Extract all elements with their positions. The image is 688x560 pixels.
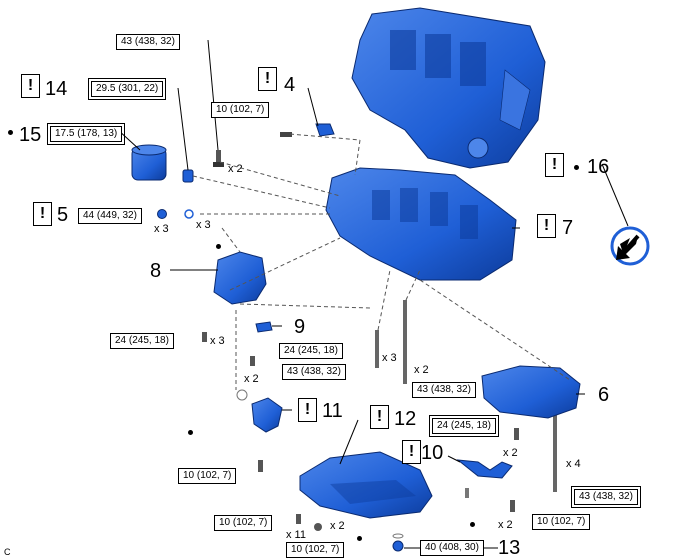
assembly-lines [192, 133, 571, 390]
bolt [510, 500, 515, 512]
bullet-dot [8, 130, 13, 135]
bullet-dot [188, 430, 193, 435]
drain-plug [392, 540, 404, 552]
torque-spec-t5: 44 (449, 32) [78, 208, 142, 224]
bolt [202, 332, 207, 342]
oil-pan [299, 451, 433, 519]
bullet-dot [470, 522, 475, 527]
bolt [296, 514, 301, 524]
quantity-label: x 4 [566, 458, 581, 470]
callout-15: 15 [19, 124, 42, 146]
warning-icon: ! [402, 440, 421, 464]
quantity-label: x 2 [330, 520, 345, 532]
torque-spec-t14: 10 (102, 7) [532, 514, 591, 530]
torque-spec-t10: 24 (245, 18) [429, 415, 499, 437]
bolt-head [213, 162, 224, 167]
torque-spec-t16: 40 (408, 30) [420, 540, 484, 556]
callout-6: 6 [598, 384, 610, 406]
bolt [514, 428, 519, 440]
torque-spec-t6: 24 (245, 18) [110, 333, 174, 349]
bolt [258, 460, 263, 472]
bracket-4 [315, 123, 335, 137]
sensor-9 [255, 321, 273, 333]
quantity-label: x 2 [228, 163, 243, 175]
warning-icon: ! [21, 74, 40, 98]
callout-14: 14 [45, 78, 68, 100]
bullet-dot [357, 536, 362, 541]
torque-spec-t4: 17.5 (178, 13) [46, 123, 126, 145]
warning-icon: ! [370, 405, 389, 429]
oil-filter [131, 144, 167, 181]
drain-gasket [392, 533, 404, 539]
callout-5: 5 [57, 204, 69, 226]
oil-strainer [251, 397, 283, 433]
bullet-dot [574, 165, 579, 170]
torque-spec-t8: 43 (438, 32) [282, 364, 346, 380]
quantity-label: x 2 [503, 447, 518, 459]
warning-icon: ! [258, 67, 277, 91]
torque-spec-t15: 10 (102, 7) [286, 542, 345, 558]
callout-4: 4 [284, 74, 296, 96]
o-ring-white [184, 209, 194, 219]
warning-icon: ! [537, 214, 556, 238]
balancer-6 [481, 365, 581, 419]
connector [465, 488, 469, 498]
callout-16: 16 [587, 156, 610, 178]
warning-icon: ! [33, 202, 52, 226]
torque-spec-t12: 10 (102, 7) [214, 515, 273, 531]
callout-10: 10 [421, 442, 444, 464]
bolt [314, 523, 322, 531]
callout-7: 7 [562, 217, 574, 239]
gasket [236, 389, 248, 401]
quantity-label: x 3 [196, 219, 211, 231]
oil-level-sensor [456, 459, 513, 479]
bullet-dot [216, 244, 221, 249]
torque-spec-t1: 43 (438, 32) [116, 34, 180, 50]
callout-8: 8 [150, 260, 162, 282]
corner-label: C [4, 547, 11, 557]
quantity-label: x 2 [244, 373, 259, 385]
torque-spec-t9: 43 (438, 32) [412, 382, 476, 398]
callout-9: 9 [294, 316, 306, 338]
oil-filter-union [182, 169, 194, 183]
torque-spec-t3: 10 (102, 7) [211, 102, 270, 118]
torque-spec-t11: 10 (102, 7) [178, 468, 237, 484]
callout-12: 12 [394, 408, 417, 430]
cylinder-block [351, 7, 546, 169]
quantity-label: x 2 [498, 519, 513, 531]
torque-spec-t13: 43 (438, 32) [571, 486, 641, 508]
callout-11: 11 [322, 400, 343, 422]
bolt [216, 150, 221, 164]
oil-pump [213, 251, 267, 305]
warning-icon: ! [298, 398, 317, 422]
quantity-label: x 3 [210, 335, 225, 347]
front-arrow-icon [610, 226, 650, 266]
torque-spec-t2: 29.5 (301, 22) [87, 78, 167, 100]
o-ring-blue [157, 209, 167, 219]
bolt [403, 300, 407, 384]
warning-icon: ! [545, 153, 564, 177]
bolt [375, 330, 379, 368]
stiffening-crankcase [325, 167, 517, 281]
quantity-label: x 3 [154, 223, 169, 235]
quantity-label: x 3 [382, 352, 397, 364]
quantity-label: x 2 [414, 364, 429, 376]
torque-spec-t7: 24 (245, 18) [279, 343, 343, 359]
quantity-label: x 11 [286, 529, 306, 541]
bolt [250, 356, 255, 366]
oil-pan-recess [330, 480, 416, 504]
callout-13: 13 [498, 537, 521, 559]
bolt [553, 410, 557, 492]
bolt-4 [280, 132, 292, 137]
